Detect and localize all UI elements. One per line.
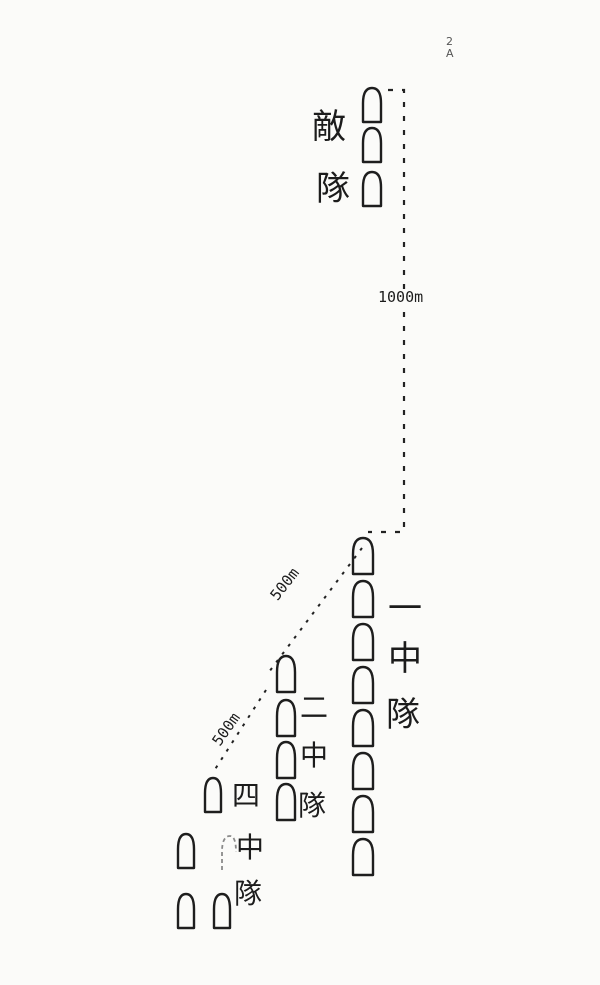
enemy-ship-2 bbox=[361, 126, 383, 164]
squadron-1-label-char-2: 中 bbox=[388, 639, 422, 679]
squadron-2-ship-1 bbox=[275, 654, 297, 694]
squadron-1-ship-4 bbox=[351, 665, 375, 705]
squadron-4-label-char-3: 隊 bbox=[234, 877, 263, 910]
enemy-distance-line bbox=[368, 88, 406, 534]
squadron-1-ship-5 bbox=[351, 708, 375, 748]
squadron-2-label-char-3: 隊 bbox=[298, 789, 327, 822]
corner-mark: 2 A bbox=[446, 35, 454, 61]
squadron-1-ship-8 bbox=[351, 837, 375, 877]
squadron-1-ship-6 bbox=[351, 751, 375, 791]
squadron-4-label-char-1: 四 bbox=[232, 779, 261, 812]
squadron-4-ship-2 bbox=[176, 832, 196, 870]
squadron-2-ship-3 bbox=[275, 740, 297, 780]
squadron-2-label-char-1: 二 bbox=[300, 691, 329, 724]
enemy-ship-3 bbox=[361, 170, 383, 208]
squadron-1-ship-1 bbox=[351, 536, 375, 576]
squadron-4-label-char-2: 中 bbox=[236, 831, 265, 864]
enemy-ship-1 bbox=[361, 86, 383, 124]
squadron-4-ship-faint bbox=[221, 835, 237, 870]
squadron-1-label-char-3: 隊 bbox=[386, 695, 420, 735]
squadron-4-ship-3 bbox=[176, 892, 196, 930]
enemy-label-char-1: 敵 bbox=[312, 107, 346, 147]
squadron-1-ship-7 bbox=[351, 794, 375, 834]
squadron-1-ship-2 bbox=[351, 579, 375, 619]
squadron-4-ship-4 bbox=[212, 892, 232, 930]
squadron-2-ship-2 bbox=[275, 698, 297, 738]
squadron-2-ship-4 bbox=[275, 782, 297, 822]
squadron-1-ship-3 bbox=[351, 622, 375, 662]
echelon-distance-line-1 bbox=[265, 547, 363, 677]
enemy-distance-label: 1000m bbox=[378, 288, 424, 306]
squadron-2-label-char-2: 中 bbox=[300, 739, 329, 772]
squadron-4-ship-1 bbox=[203, 776, 223, 814]
squadron-1-label-char-1: 一 bbox=[388, 589, 422, 629]
enemy-label-char-2: 隊 bbox=[316, 169, 350, 209]
